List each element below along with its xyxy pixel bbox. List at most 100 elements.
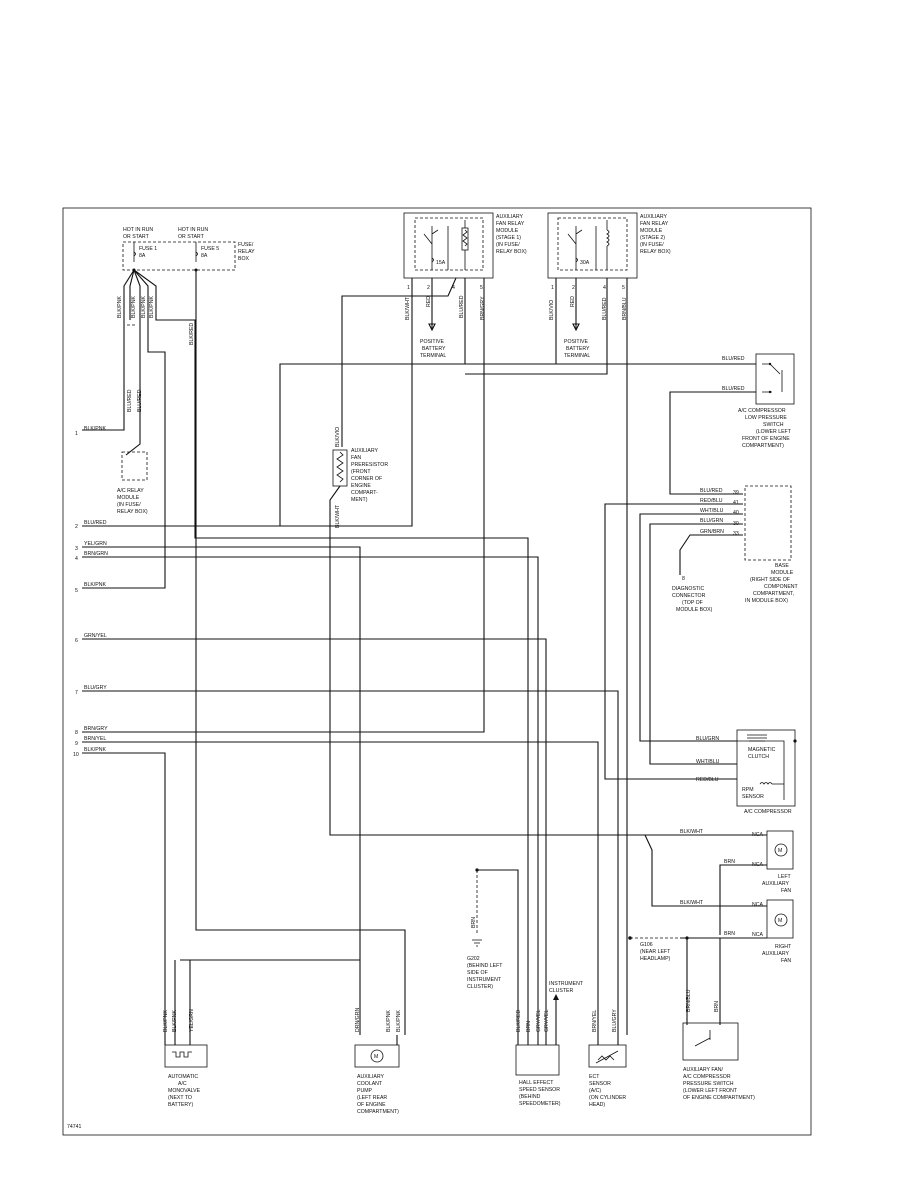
diagram-frame — [62, 207, 812, 1136]
fuse-5-label: FUSE 5 — [201, 246, 219, 252]
svg-text:COMPONENT: COMPONENT — [764, 584, 799, 590]
relay2-switch-icon — [567, 226, 583, 245]
pin-num-1: 1 — [75, 431, 78, 437]
relay2-fuse-rating: 30A — [580, 260, 590, 266]
wire-relay2-pin4 — [465, 278, 608, 375]
aux-fan-pressure-switch: BRN/BLU BRN AUXILIARY FAN/ A/C COMPRESSO… — [682, 989, 755, 1101]
right-aux-fan: M NCA NCA BLK/WHT BRN RIGHT AUXILIARY FA… — [680, 899, 794, 964]
wire-label-blkpnk-a: BLK/PNK — [117, 296, 123, 318]
pin-num-8: 8 — [75, 730, 78, 736]
relay1-coil-icon — [461, 227, 469, 251]
svg-text:2: 2 — [427, 285, 430, 291]
fuse-1-rating: 8A — [139, 253, 146, 259]
svg-text:RPM: RPM — [742, 787, 754, 793]
wire-pin7-blugry — [82, 690, 619, 1035]
svg-text:IN MODULE BOX): IN MODULE BOX) — [745, 598, 788, 604]
pressure-switch-icon — [694, 1030, 711, 1047]
svg-text:MODULE: MODULE — [640, 228, 663, 234]
wire-lp-switch-b — [669, 391, 756, 495]
svg-text:MODULE BOX): MODULE BOX) — [676, 607, 713, 613]
svg-text:TERMINAL: TERMINAL — [420, 353, 446, 359]
svg-text:AUXILIARY: AUXILIARY — [762, 881, 790, 887]
base-module: 39 BLU/RED 41 RED/BLU 40 WHT/BLU 30 BLU/… — [700, 485, 799, 604]
svg-text:BLK/VIO: BLK/VIO — [335, 427, 341, 447]
rpm-sensor-icon — [759, 782, 773, 785]
svg-text:(LOWER LEFT: (LOWER LEFT — [756, 429, 792, 435]
instrument-cluster-label-1: INSTRUMENT — [549, 981, 584, 987]
magnetic-clutch-icon — [747, 734, 767, 742]
svg-text:SPEED SENSOR: SPEED SENSOR — [519, 1087, 560, 1093]
wire-label-blkpnk-c: BLK/PNK — [141, 296, 147, 318]
svg-text:BLU/RED: BLU/RED — [722, 356, 745, 362]
svg-text:BLK/PNK: BLK/PNK — [163, 1010, 169, 1032]
preresistor-icon — [336, 451, 344, 483]
pin-wire-3: YEL/GRN — [84, 541, 107, 547]
svg-text:NCA: NCA — [752, 902, 763, 908]
svg-text:(IN FUSE/: (IN FUSE/ — [117, 502, 141, 508]
svg-text:FRONT OF ENGINE: FRONT OF ENGINE — [742, 436, 790, 442]
wire-label-blured-a: BLU/RED — [127, 389, 133, 412]
svg-text:(STAGE 1): (STAGE 1) — [496, 235, 521, 241]
svg-text:33: 33 — [733, 531, 739, 537]
svg-text:BATTERY): BATTERY) — [168, 1102, 193, 1108]
svg-text:BLU/RED: BLU/RED — [700, 488, 723, 494]
hall-effect-speed-sensor: BLK/RED BRN GRY/YEL GRY/YEL HALL EFFECT … — [515, 1009, 561, 1107]
svg-text:COMPARTMENT): COMPARTMENT) — [742, 443, 784, 449]
figure-id: 74741 — [67, 1124, 82, 1130]
wire-pin6-grnyel — [82, 638, 547, 1035]
svg-text:BLK/WHT: BLK/WHT — [680, 829, 704, 835]
svg-text:BRN/BLU: BRN/BLU — [622, 297, 628, 320]
svg-text:COMPARTMENT,: COMPARTMENT, — [753, 591, 794, 597]
wire-label-blkred-fuse5: BLK/RED — [189, 323, 195, 345]
diagnostic-connector-label: 8 DIAGNOSTIC CONNECTOR (TOP OF MODULE BO… — [672, 576, 713, 613]
instrument-cluster-label-2: CLUSTER — [549, 988, 573, 994]
wire-base-30 — [649, 523, 743, 765]
svg-text:A/C: A/C — [178, 1081, 187, 1087]
svg-text:FAN RELAY: FAN RELAY — [496, 221, 525, 227]
pin-wire-8: BRN/GRY — [84, 726, 108, 732]
fuse-5-rating: 8A — [201, 253, 208, 259]
svg-text:AUXILIARY: AUXILIARY — [762, 951, 790, 957]
relay1-box — [403, 212, 494, 279]
ac-relay-module-box — [121, 451, 148, 481]
svg-text:CLUTCH: CLUTCH — [748, 754, 769, 760]
pin-num-9: 9 — [75, 741, 78, 747]
svg-text:RELAY BOX): RELAY BOX) — [640, 249, 671, 255]
relay2-coil-icon — [606, 229, 610, 247]
svg-text:BRN: BRN — [714, 1001, 720, 1012]
pin-wire-1: BLK/PNK — [84, 426, 106, 432]
svg-text:GRN/BRN: GRN/BRN — [700, 529, 724, 535]
fuse-box-outline — [122, 241, 236, 271]
svg-text:ENGINE: ENGINE — [351, 483, 371, 489]
svg-text:(IN FUSE/: (IN FUSE/ — [496, 242, 520, 248]
svg-text:CONNECTOR: CONNECTOR — [672, 593, 706, 599]
left-fan-motor-icon — [774, 843, 788, 857]
automatic-ac-monovalve: BLK/PNK BLK/PNK YEL/GRN AUTOMATIC A/C MO… — [163, 959, 360, 1108]
svg-text:HEAD): HEAD) — [589, 1102, 605, 1108]
svg-text:BATTERY: BATTERY — [566, 346, 590, 352]
hot-label-2a: HOT IN RUN — [178, 227, 208, 233]
wire-blk-red-pump — [195, 270, 406, 1035]
svg-text:RELAY BOX): RELAY BOX) — [496, 249, 527, 255]
svg-text:BLK/VIO: BLK/VIO — [549, 300, 555, 320]
svg-text:39: 39 — [733, 490, 739, 496]
svg-text:BLU/RED: BLU/RED — [722, 386, 745, 392]
svg-text:FAN: FAN — [351, 455, 361, 461]
svg-text:BATTERY: BATTERY — [422, 346, 446, 352]
svg-text:HEADLAMP): HEADLAMP) — [640, 956, 671, 962]
svg-text:BRN: BRN — [526, 1021, 532, 1032]
svg-text:GRY/YEL: GRY/YEL — [544, 1009, 550, 1032]
pin-wire-6: GRN/YEL — [84, 633, 107, 639]
svg-text:OF ENGINE COMPARTMENT): OF ENGINE COMPARTMENT) — [683, 1095, 755, 1101]
svg-text:DRN/GRN: DRN/GRN — [355, 1008, 361, 1032]
relay2-box — [547, 212, 638, 279]
svg-text:COMPARTMENT): COMPARTMENT) — [357, 1109, 399, 1115]
svg-text:BLU/RED: BLU/RED — [459, 295, 465, 318]
pin-wire-5: BLK/PNK — [84, 582, 106, 588]
svg-text:RED: RED — [426, 296, 432, 307]
wire-label-blkpnk-b: BLK/PNK — [131, 296, 137, 318]
svg-text:(IN FUSE/: (IN FUSE/ — [640, 242, 664, 248]
svg-text:(RIGHT SIDE OF: (RIGHT SIDE OF — [750, 577, 790, 583]
fuse-1-symbol — [133, 251, 136, 257]
svg-text:G106: G106 — [640, 942, 653, 948]
